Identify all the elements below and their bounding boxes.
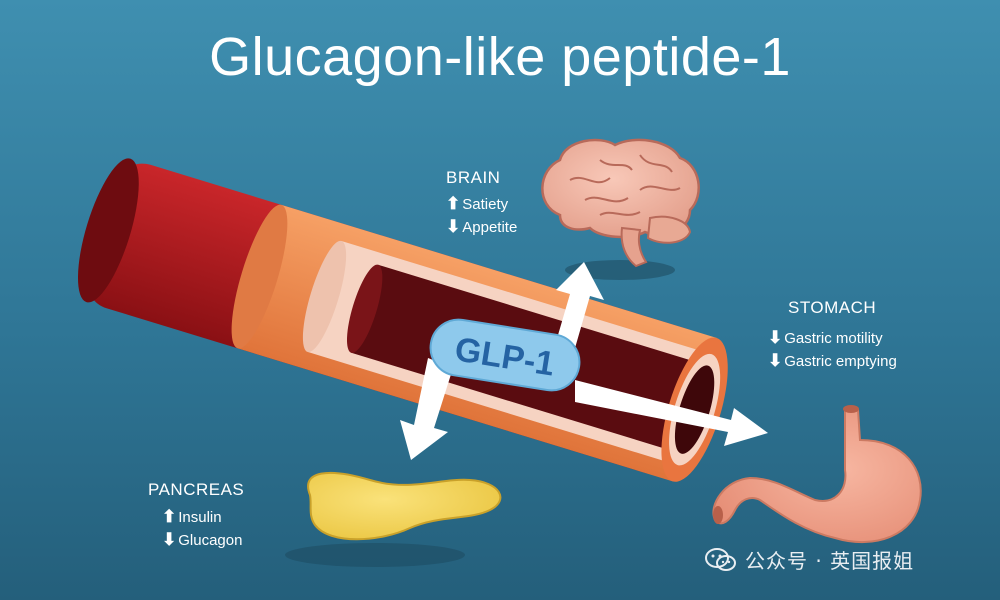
- effect-text: Glucagon: [178, 531, 243, 549]
- down-arrow-icon: ⬇: [768, 351, 783, 370]
- watermark: 公众号 · 英国报姐: [705, 545, 914, 574]
- effect-text: Appetite: [462, 218, 518, 236]
- watermark-text: 公众号 · 英国报姐: [745, 549, 915, 573]
- brain-cerebellum: [646, 215, 692, 244]
- stomach-effect-emptying: ⬇ Gastric emptying: [768, 351, 897, 371]
- glp1-pill: [429, 318, 581, 392]
- stomach-body: [712, 409, 922, 543]
- intima-edge: [302, 240, 347, 353]
- pancreas-body: [307, 471, 502, 541]
- duodenum-opening: [713, 506, 723, 524]
- pancreas-effect-glucagon: ⬇ Glucagon: [162, 530, 242, 550]
- arrow-to-pancreas: [400, 358, 453, 460]
- glp1-molecule: GLP-1: [429, 318, 581, 392]
- page-title: Glucagon-like peptide-1: [209, 27, 791, 87]
- down-arrow-icon: ⬇: [162, 530, 177, 549]
- brain-effect-appetite: ⬇ Appetite: [446, 217, 517, 237]
- brain-folds: [569, 154, 681, 216]
- brain-shadow: [565, 260, 675, 280]
- pancreas-illustration: [307, 471, 502, 541]
- effect-text: Gastric emptying: [784, 352, 897, 370]
- up-arrow-icon: ⬆: [162, 507, 177, 526]
- effect-text: Gastric motility: [784, 329, 883, 347]
- effect-text: Satiety: [462, 195, 509, 213]
- wall-edge: [231, 204, 288, 349]
- stomach-label: STOMACH: [788, 298, 877, 317]
- pancreas-effect-insulin: ⬆ Insulin: [162, 507, 222, 527]
- effect-text: Insulin: [178, 508, 222, 526]
- brain-illustration: [541, 138, 700, 268]
- brain-effect-satiety: ⬆ Satiety: [446, 194, 508, 214]
- vessel-end-cap: [77, 158, 139, 303]
- up-arrow-icon: ⬆: [446, 194, 461, 213]
- stomach-illustration: [712, 405, 922, 543]
- brain-stem: [620, 226, 648, 268]
- lumen-edge: [346, 264, 383, 353]
- pancreas-shadow: [285, 543, 465, 567]
- stomach-effect-motility: ⬇ Gastric motility: [768, 328, 883, 348]
- brain-label: BRAIN: [446, 168, 501, 187]
- pancreas-label: PANCREAS: [148, 480, 245, 499]
- open-end-lumen: [674, 365, 715, 454]
- arrow-to-stomach: [575, 380, 768, 446]
- wechat-icon: [705, 547, 736, 571]
- down-arrow-icon: ⬇: [446, 217, 461, 236]
- signal-arrows: [400, 262, 768, 460]
- esophagus-opening: [843, 405, 859, 413]
- down-arrow-icon: ⬇: [768, 328, 783, 347]
